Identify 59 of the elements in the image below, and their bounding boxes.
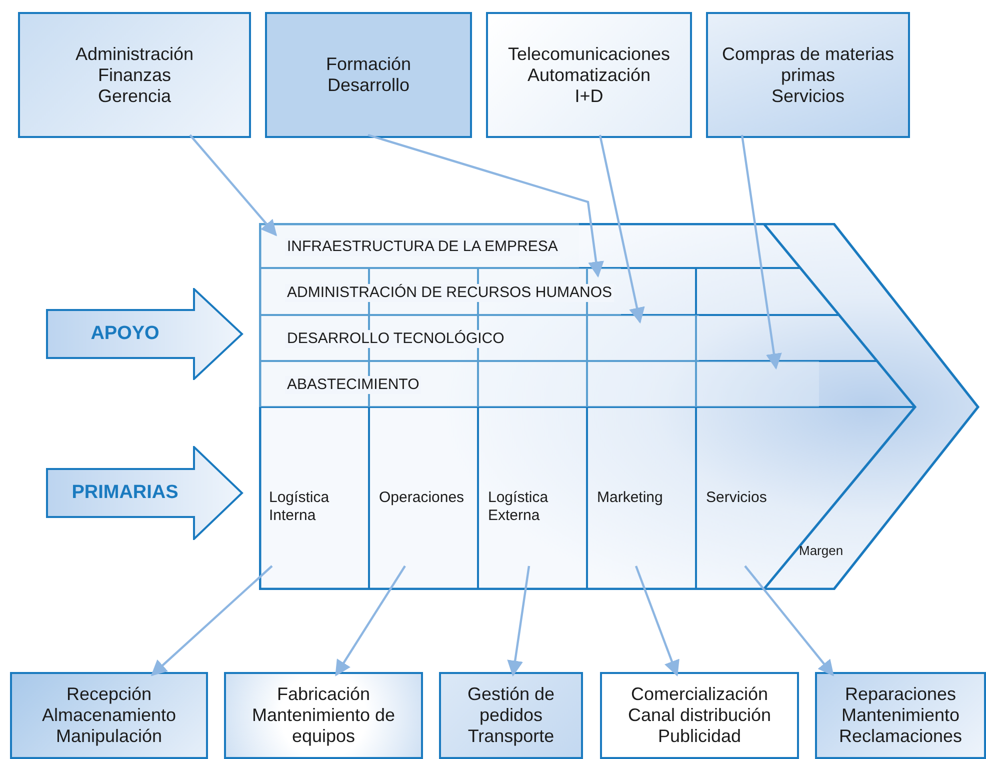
row-label: ABASTECIMIENTO [285, 376, 422, 394]
column-label: Logística Interna [269, 489, 330, 525]
arrow [189, 134, 278, 236]
column-label: Marketing [597, 489, 664, 507]
activity-text: Recepción [66, 684, 152, 705]
category-label: PRIMARIAS [70, 482, 180, 504]
activity-text: Canal distribución [628, 705, 772, 726]
support-activity-row [259, 361, 819, 407]
activity-box [10, 672, 208, 759]
activity-box [815, 672, 986, 759]
activity-text: Finanzas [98, 64, 172, 86]
activity-text: Administración [75, 44, 194, 64]
activity-text: Comercialización [630, 684, 768, 705]
activity-box [706, 12, 910, 138]
activity-text: Reclamaciones [838, 726, 962, 747]
arrow [634, 566, 680, 676]
activity-text: Gestión de pedidos [466, 684, 556, 726]
activity-text: Manipulación [56, 726, 162, 747]
row-label: DESARROLLO TECNOLÓGICO [285, 330, 506, 348]
activity-text: Publicidad [658, 726, 742, 747]
arrow [150, 565, 273, 676]
arrow [744, 565, 834, 676]
activity-box [224, 672, 423, 759]
category-arrow [46, 288, 244, 380]
activity-text: Fabricación [276, 684, 370, 705]
arrow [335, 565, 406, 676]
activity-text: Gerencia [98, 86, 172, 106]
row-label: ADMINISTRACIÓN DE RECURSOS HUMANOS [285, 284, 614, 302]
arrow [740, 134, 782, 370]
activity-text: I+D [574, 86, 604, 106]
margin-label: Margen [799, 543, 844, 558]
arrow [368, 134, 604, 278]
activity-text: Reparaciones [844, 684, 956, 705]
activity-text: Compras de materias primas [720, 44, 896, 86]
category-arrow [46, 446, 244, 540]
activity-box [18, 12, 251, 138]
activity-text: Automatización [527, 64, 651, 86]
column-label: Operaciones [379, 489, 466, 507]
activity-text: Telecomunicaciones [508, 44, 670, 64]
activity-box [439, 672, 583, 759]
activity-box [265, 12, 472, 138]
category-label: APOYO [90, 323, 160, 345]
activity-text: Desarrollo [327, 75, 410, 96]
support-activity-row [259, 315, 699, 361]
value-chain-chevron [259, 223, 981, 590]
column-label: Servicios [706, 489, 764, 507]
activity-text: Transporte [468, 726, 554, 747]
activity-text: Formación [326, 54, 412, 75]
support-activity-row [259, 223, 579, 268]
activity-text: Mantenimiento [841, 705, 960, 726]
activity-text: Mantenimiento de equipos [250, 705, 396, 747]
column-label: Logística Externa [488, 489, 550, 525]
support-activity-row [259, 268, 621, 315]
arrow [598, 134, 645, 324]
arrow [507, 566, 530, 677]
activity-box [486, 12, 692, 138]
activity-text: Servicios [771, 86, 845, 106]
activity-text: Almacenamiento [42, 705, 176, 726]
activity-box [600, 672, 799, 759]
